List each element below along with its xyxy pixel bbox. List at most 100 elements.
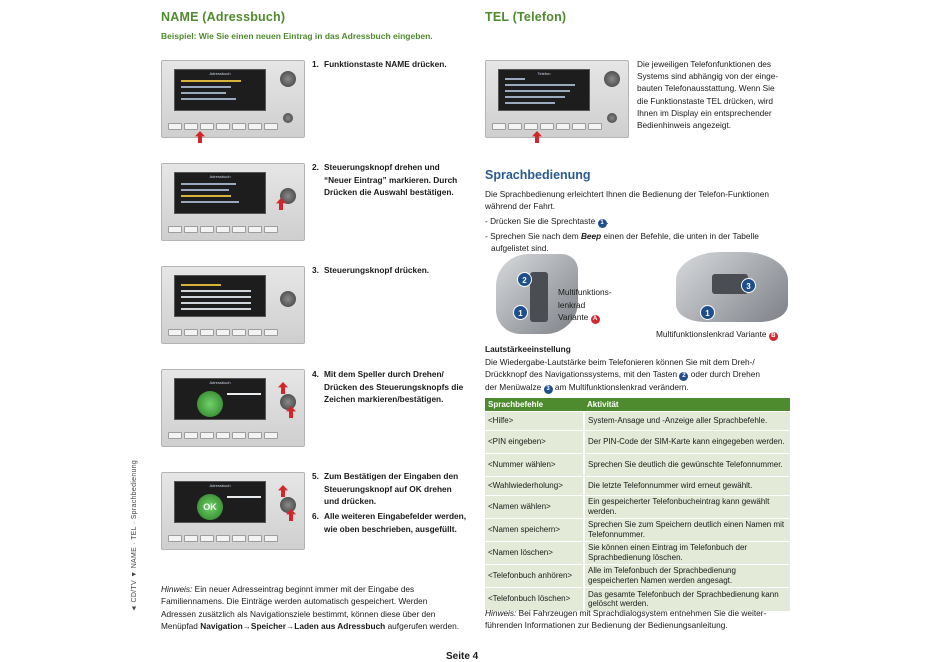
table-row: <Hilfe>System-Ansage und -Anzeige aller … — [485, 411, 790, 431]
badge-3: 3 — [741, 278, 756, 293]
red-arrow-icon — [286, 509, 296, 521]
device-display: Adressbuch — [174, 69, 266, 111]
page-number: Seite 4 — [446, 651, 479, 662]
wheel-b-label: Multifunktionslenkrad Variante B — [656, 328, 778, 341]
function-keys — [168, 226, 278, 233]
red-arrow-icon — [195, 131, 205, 143]
command-cell: <Telefonbuch anhören> — [485, 564, 585, 588]
red-arrow-icon — [278, 485, 288, 497]
section-heading-tel: TEL (Telefon) — [485, 10, 567, 24]
activity-cell: Der PIN-Code der SIM-Karte kann eingegeb… — [584, 430, 790, 454]
device-display: Adressbuch — [174, 378, 266, 420]
display-line — [181, 189, 229, 191]
red-arrow-icon — [286, 406, 296, 418]
step-5: 5.Zum Bestätigen der Eingaben den Steuer… — [312, 471, 459, 506]
display-line — [181, 201, 239, 203]
activity-cell: Das gesamte Telefonbuch der Sprachbedien… — [584, 587, 790, 611]
speller-wheel-icon — [197, 391, 223, 417]
badge-1: 1 — [700, 305, 715, 320]
display-line — [181, 98, 236, 100]
function-keys — [168, 123, 278, 130]
key-2-badge: 2 — [679, 372, 689, 382]
command-cell: <Namen wählen> — [485, 495, 585, 519]
table-row: <Telefonbuch anhören>Alle im Telefonbuch… — [485, 564, 790, 588]
section-heading-name: NAME (Adressbuch) — [161, 10, 286, 24]
rotary-knob — [280, 188, 296, 204]
display-line — [181, 284, 221, 286]
display-line — [227, 496, 261, 498]
command-cell: <Nummer wählen> — [485, 453, 585, 477]
column-header: Sprachbefehle — [485, 398, 584, 412]
device-screenshot-2: Adressbuch — [161, 163, 305, 241]
key-3-badge: 3 — [543, 385, 553, 395]
display-title: Adressbuch — [209, 483, 231, 488]
device-display — [174, 275, 266, 317]
command-cell: <Telefonbuch löschen> — [485, 587, 585, 611]
side-navigation-label: ◄ CD/TV ▼ NAME · TEL · Sprachbedienung — [131, 459, 138, 612]
function-keys — [168, 535, 278, 542]
device-screenshot-tel: Telefon — [485, 60, 629, 143]
device-screenshot-1: Adressbuch — [161, 60, 305, 143]
display-line — [181, 290, 251, 292]
tel-description: Die jeweiligen Telefonfunktionen des Sys… — [637, 59, 779, 131]
display-title: Telefon — [537, 71, 551, 76]
step-3: 3.Steuerungsknopf drücken. — [312, 265, 430, 275]
activity-cell: Sprechen Sie deutlich die gewünschte Tel… — [584, 453, 790, 477]
rotary-knob — [280, 291, 296, 307]
activity-cell: System-Ansage und -Anzeige aller Sprachb… — [584, 411, 790, 431]
display-line — [181, 80, 241, 82]
address-note: Hinweis: Ein neuer Adresseintrag beginnt… — [161, 584, 460, 632]
function-keys — [492, 123, 602, 130]
ok-wheel-icon: OK — [197, 494, 223, 520]
table-row: <Namen speichern>Sprechen Sie zum Speich… — [485, 518, 790, 542]
display-line — [181, 92, 226, 94]
display-line — [505, 78, 525, 80]
display-line — [227, 393, 261, 395]
small-knob — [607, 113, 617, 123]
display-line — [505, 84, 575, 86]
speech-bullet-1: - Drücken Sie die Sprechtaste 1. — [485, 216, 609, 228]
function-keys — [168, 432, 278, 439]
wheel-button-cluster — [712, 274, 748, 294]
display-line — [181, 195, 231, 197]
table-row: <PIN eingeben>Der PIN-Code der SIM-Karte… — [485, 430, 790, 454]
display-line — [181, 308, 251, 310]
activity-cell: Alle im Telefonbuch der Sprachbedienung … — [584, 564, 790, 588]
key-1-badge: 1 — [597, 219, 607, 228]
device-display: Telefon — [498, 69, 590, 111]
speech-note: Hinweis: Bei Fahrzeugen mit Sprachdialog… — [485, 608, 767, 631]
device-screenshot-5: Adressbuch OK — [161, 472, 305, 550]
activity-cell: Ein gespeicherter Telefonbucheintrag kan… — [584, 495, 790, 519]
activity-cell: Die letzte Telefonnummer wird erneut gew… — [584, 476, 790, 496]
display-line — [505, 102, 555, 104]
volume-text: Die Wiedergabe-Lautstärke beim Telefonie… — [485, 357, 760, 395]
red-arrow-icon — [276, 198, 286, 210]
activity-cell: Sie können einen Eintrag im Telefonbuch … — [584, 541, 790, 565]
command-cell: <Hilfe> — [485, 411, 585, 431]
step-1: 1.Funktionstaste NAME drücken. — [312, 59, 447, 69]
step-4: 4.Mit dem Speller durch Drehen/ Drücken … — [312, 369, 464, 404]
display-title: Adressbuch — [209, 380, 231, 385]
command-cell: <PIN eingeben> — [485, 430, 585, 454]
step-2: 2.Steuerungsknopf drehen und “Neuer Eint… — [312, 162, 458, 197]
rotary-knob — [280, 497, 296, 513]
display-title: Adressbuch — [209, 71, 231, 76]
table-row: <Telefonbuch löschen>Das gesamte Telefon… — [485, 587, 790, 611]
red-arrow-icon — [278, 382, 288, 394]
column-header: Aktivität — [584, 398, 790, 412]
display-line — [181, 183, 236, 185]
step-6: 6.Alle weiteren Eingabefelder werden, wi… — [312, 511, 467, 534]
command-cell: <Namen speichern> — [485, 518, 585, 542]
device-screenshot-3 — [161, 266, 305, 344]
display-line — [181, 302, 251, 304]
voice-command-table: Sprachbefehle Aktivität <Hilfe>System-An… — [485, 398, 790, 611]
command-cell: <Wahlwiederholung> — [485, 476, 585, 496]
table-row: <Nummer wählen>Sprechen Sie deutlich die… — [485, 453, 790, 477]
display-line — [505, 90, 570, 92]
display-title: Adressbuch — [209, 174, 231, 179]
badge-2: 2 — [517, 272, 532, 287]
activity-cell: Sprechen Sie zum Speichern deutlich eine… — [584, 518, 790, 542]
volume-heading: Lautstärkeeinstellung — [485, 344, 571, 354]
rotary-knob — [280, 71, 296, 87]
rotary-knob — [604, 71, 620, 87]
